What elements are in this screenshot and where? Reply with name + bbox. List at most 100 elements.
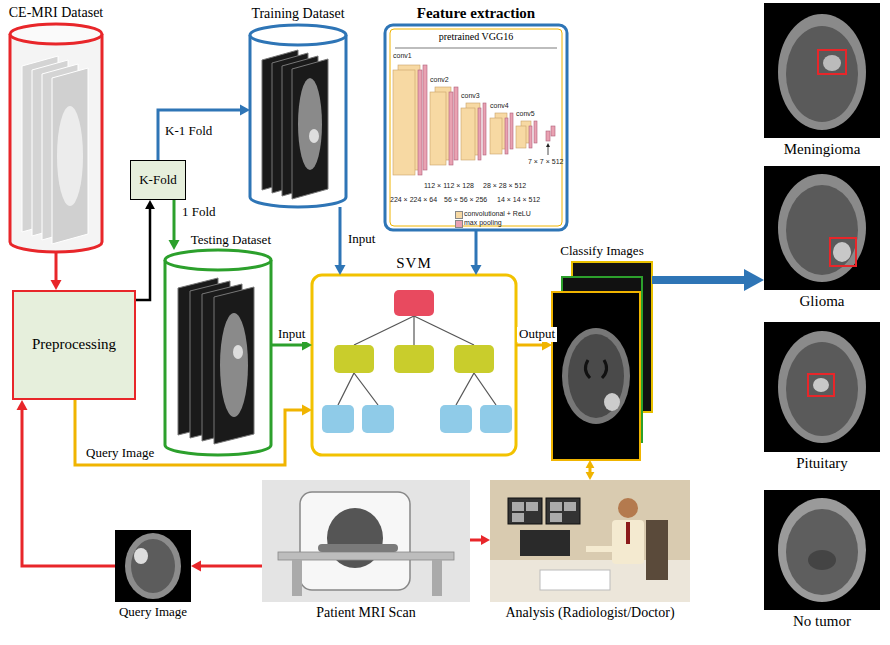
dataset-cylinder-art [10, 24, 102, 252]
connector-line [136, 207, 150, 300]
arrow-head [191, 561, 201, 572]
image-caption: Analysis (Radiologist/Doctor) [505, 605, 674, 621]
image-caption: Patient MRI Scan [316, 605, 416, 621]
vgg16-figure [516, 126, 526, 148]
classified-image-stack [568, 334, 624, 418]
dataset-cylinder-art [10, 34, 102, 252]
svm-tree [312, 275, 516, 455]
dataset-cylinder-art [309, 129, 319, 143]
connector-line [516, 344, 544, 347]
radiologist-picture [508, 498, 542, 524]
arrow-head [302, 405, 312, 416]
radiologist-picture [550, 502, 562, 511]
dataset-cylinder-art [250, 25, 346, 45]
connector-line [22, 408, 115, 566]
class-example-image [778, 174, 866, 282]
svm-tree [354, 373, 378, 405]
connector-arrow [136, 200, 155, 300]
dataset-cylinder: CE-MRI Dataset [10, 24, 102, 252]
svm-tree [413, 316, 414, 345]
radiologist-picture [626, 522, 630, 544]
box-heading: CE-MRI Dataset [9, 5, 103, 21]
svm-tree [394, 345, 434, 373]
class-example-image [786, 185, 858, 275]
vgg16-figure [505, 118, 508, 154]
vgg16-figure [534, 121, 537, 143]
box-heading: Classify Images [560, 244, 643, 259]
radiologist-picture [646, 520, 668, 580]
dataset-cylinder-art [250, 35, 346, 207]
vgg16-figure [548, 146, 549, 155]
class-example-image [764, 490, 880, 610]
radiologist-picture [540, 570, 610, 590]
radiologist-picture [546, 498, 580, 524]
dataset-cylinder: Training Dataset [250, 25, 346, 207]
layer-label: 56 × 56 × 256 [444, 196, 487, 203]
connector-arrow [169, 200, 180, 250]
edge-label: K-1 Fold [163, 124, 214, 139]
arrow-head [169, 240, 180, 250]
connector-line [55, 252, 58, 282]
connector-arrow [191, 561, 262, 572]
dataset-cylinder-art [165, 260, 271, 455]
mri-scanner-picture [262, 480, 470, 602]
radiologist-picture [490, 480, 690, 602]
vgg16-figure [454, 87, 458, 160]
class-image: Pituitary [764, 322, 880, 452]
class-image: Meningioma [764, 3, 880, 138]
radiologist-picture [564, 502, 576, 511]
class-example-image [764, 490, 880, 610]
scanner-picture: Patient MRI Scan [262, 480, 470, 602]
svm-tree [394, 290, 434, 316]
dataset-cylinder-art [52, 68, 88, 244]
image-stack: Classify Images [552, 262, 652, 460]
edge-label: Output [517, 327, 557, 342]
vgg16-figure [395, 48, 557, 49]
radiologist-picture [520, 530, 570, 556]
vgg16-figure [418, 70, 422, 175]
class-image: No tumor [764, 490, 880, 610]
class-example-image [764, 3, 880, 138]
edge-label: Query Image [84, 446, 156, 461]
classified-image-stack [562, 328, 630, 424]
class-example-image [808, 550, 836, 570]
edge-label: Input [276, 327, 307, 342]
mri-scanner-picture [300, 492, 410, 590]
process-box: K-Fold [130, 160, 186, 200]
doctor-picture: Analysis (Radiologist/Doctor) [490, 480, 690, 602]
dataset-cylinder-art [220, 313, 248, 417]
box-label: K-Fold [139, 173, 177, 188]
class-example-image [764, 3, 880, 138]
class-example-image [764, 166, 880, 290]
dataset-cylinder-art [298, 78, 322, 170]
layer-label: conv5 [516, 110, 535, 117]
connector-arrow [17, 400, 116, 566]
connector-line [652, 276, 748, 284]
svm-tree [480, 405, 512, 433]
class-example-image [786, 26, 858, 122]
arrow-head [17, 400, 28, 410]
arrow-head [335, 265, 346, 275]
vgg16-figure [423, 65, 427, 170]
class-example-image [778, 498, 866, 602]
box-heading: Training Dataset [251, 6, 344, 22]
mri-scanner-picture [318, 544, 398, 552]
svm-tree [338, 373, 354, 405]
query-mri-image [134, 548, 148, 564]
class-example-image [830, 238, 856, 266]
vgg16-figure [551, 126, 555, 136]
arrow-head [586, 460, 595, 468]
connector-line [199, 565, 262, 568]
query-mri-image [131, 539, 175, 593]
vgg16-figure [390, 29, 562, 226]
class-example-image [786, 509, 858, 595]
layer-label: 28 × 28 × 512 [483, 182, 526, 189]
vgg16-figure [546, 143, 550, 147]
vgg16-figure [385, 25, 567, 230]
class-example-image [823, 55, 841, 71]
dataset-cylinder-art [292, 59, 328, 199]
edge-label: Input [346, 232, 377, 247]
classified-image-stack [552, 292, 640, 460]
image-caption: Query Image [119, 605, 187, 620]
radiologist-picture [512, 502, 524, 511]
